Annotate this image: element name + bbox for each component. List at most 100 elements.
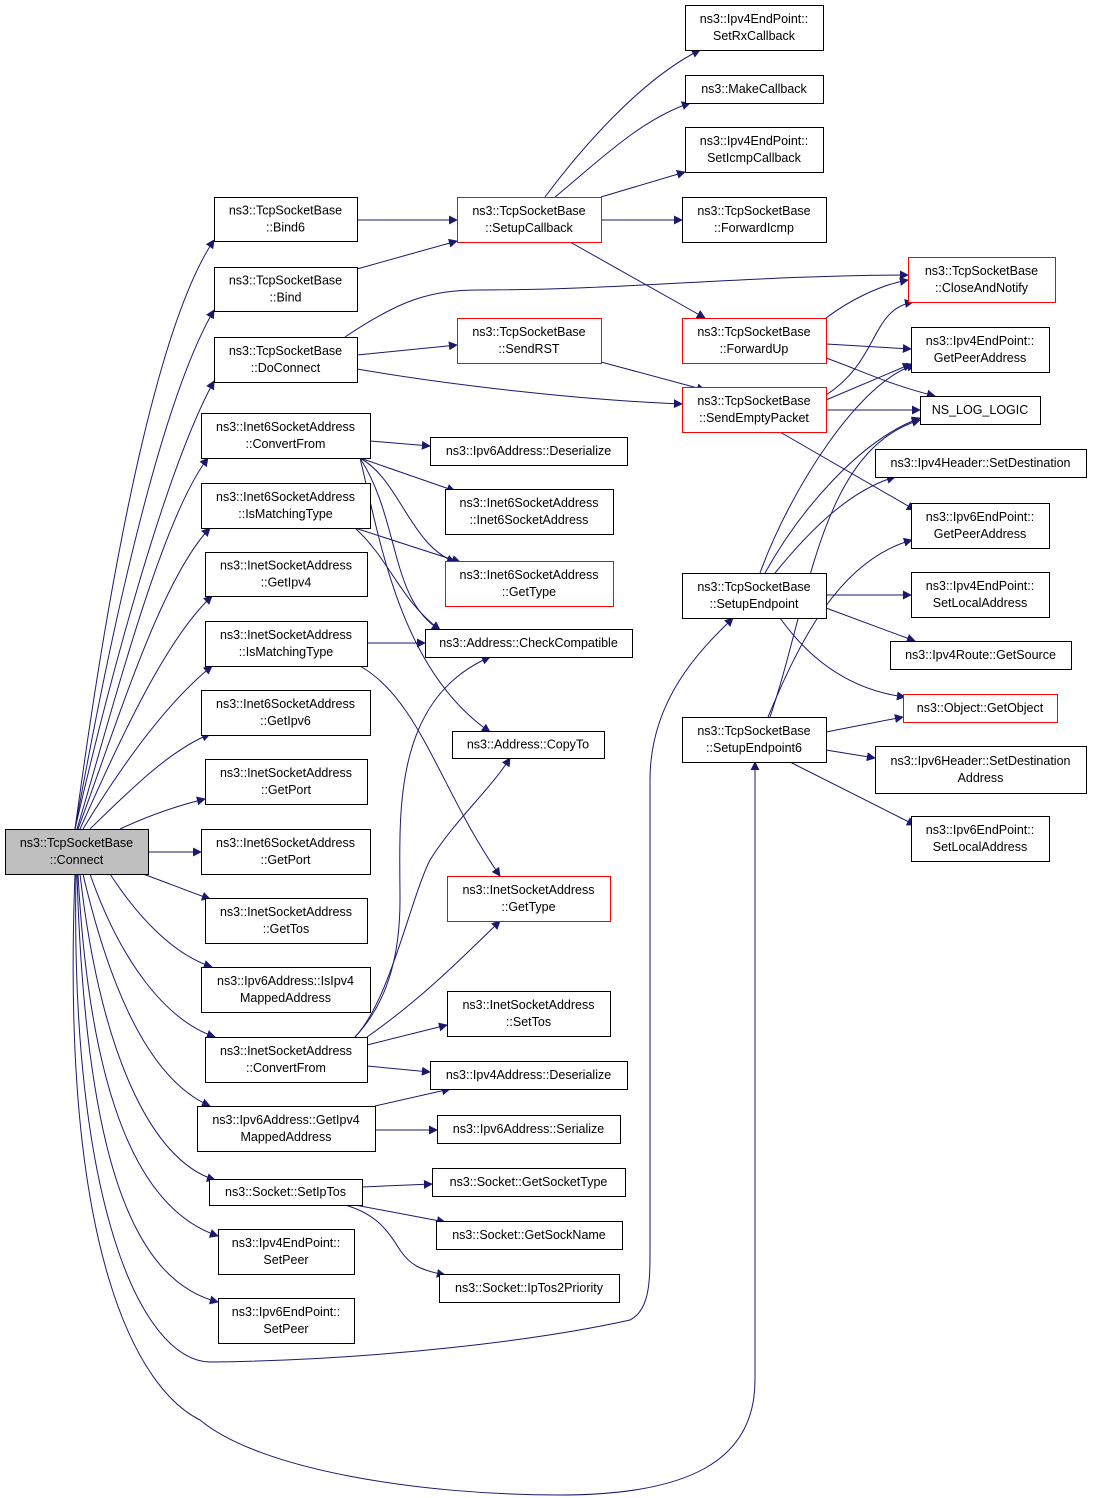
node-ipv4ep_setlocaladdr[interactable]: ns3::Ipv4EndPoint::SetLocalAddress [911, 572, 1050, 618]
node-box[interactable] [875, 746, 1087, 794]
node-makecallback[interactable]: ns3::MakeCallback [685, 75, 824, 104]
node-ipv6_serialize[interactable]: ns3::Ipv6Address::Serialize [437, 1115, 621, 1144]
node-box[interactable] [911, 816, 1050, 862]
node-i6_ctor[interactable]: ns3::Inet6SocketAddress::Inet6SocketAddr… [445, 489, 614, 535]
node-i6_gettype[interactable]: ns3::Inet6SocketAddress::GetType [445, 561, 614, 607]
node-connect[interactable]: ns3::TcpSocketBase::Connect [5, 829, 149, 875]
node-box[interactable] [445, 489, 614, 535]
node-box[interactable] [432, 1168, 626, 1197]
node-socket_getsockettype[interactable]: ns3::Socket::GetSocketType [432, 1168, 626, 1197]
node-box[interactable] [436, 1221, 623, 1250]
node-ipv6ep_getpeeraddr[interactable]: ns3::Ipv6EndPoint::GetPeerAddress [911, 503, 1050, 549]
node-box[interactable] [214, 197, 358, 242]
node-box[interactable] [685, 127, 824, 173]
node-sendemptypacket[interactable]: ns3::TcpSocketBase::SendEmptyPacket [682, 387, 827, 433]
node-i_gettos[interactable]: ns3::InetSocketAddress::GetTos [205, 898, 368, 944]
node-box[interactable] [201, 690, 371, 736]
node-ipv4ep_seticmpcb[interactable]: ns3::Ipv4EndPoint::SetIcmpCallback [685, 127, 824, 173]
node-i_settos[interactable]: ns3::InetSocketAddress::SetTos [447, 991, 611, 1037]
node-i_convertfrom[interactable]: ns3::InetSocketAddress::ConvertFrom [205, 1037, 368, 1083]
node-ipv6ep_setpeer[interactable]: ns3::Ipv6EndPoint::SetPeer [218, 1298, 355, 1344]
node-ns_log_logic[interactable]: NS_LOG_LOGIC [920, 396, 1041, 425]
node-box[interactable] [445, 561, 614, 607]
node-i6_ismatching[interactable]: ns3::Inet6SocketAddress::IsMatchingType [201, 483, 371, 529]
node-closeandnotify[interactable]: ns3::TcpSocketBase::CloseAndNotify [908, 257, 1056, 303]
node-box[interactable] [5, 829, 149, 875]
node-addr_copyto[interactable]: ns3::Address::CopyTo [452, 731, 605, 759]
node-bind[interactable]: ns3::TcpSocketBase::Bind [214, 267, 358, 312]
node-i_ismatching[interactable]: ns3::InetSocketAddress::IsMatchingType [205, 621, 368, 667]
node-setupendpoint6[interactable]: ns3::TcpSocketBase::SetupEndpoint6 [682, 717, 827, 763]
node-box[interactable] [205, 759, 368, 805]
node-forwardicmp[interactable]: ns3::TcpSocketBase::ForwardIcmp [682, 197, 827, 243]
node-box[interactable] [439, 1274, 620, 1303]
node-ipv4ep_setrxcb[interactable]: ns3::Ipv4EndPoint::SetRxCallback [685, 5, 824, 51]
node-box[interactable] [685, 5, 824, 51]
node-sendrst[interactable]: ns3::TcpSocketBase::SendRST [457, 318, 602, 364]
node-box[interactable] [911, 572, 1050, 618]
node-box[interactable] [682, 387, 827, 433]
node-box[interactable] [209, 1179, 363, 1206]
node-box[interactable] [908, 257, 1056, 303]
node-box[interactable] [890, 641, 1072, 670]
node-box[interactable] [201, 967, 371, 1013]
node-box[interactable] [430, 1061, 628, 1090]
node-box[interactable] [437, 1115, 621, 1144]
node-object_getobject[interactable]: ns3::Object::GetObject [903, 694, 1058, 723]
node-box[interactable] [682, 717, 827, 763]
node-box[interactable] [205, 898, 368, 944]
node-ipv6ep_setlocaladdr[interactable]: ns3::Ipv6EndPoint::SetLocalAddress [911, 816, 1050, 862]
node-ipv6_deserialize[interactable]: ns3::Ipv6Address::Deserialize [430, 437, 628, 466]
node-i6_getport[interactable]: ns3::Inet6SocketAddress::GetPort [201, 829, 371, 875]
node-addr_checkcompat[interactable]: ns3::Address::CheckCompatible [425, 629, 633, 658]
node-box[interactable] [447, 876, 611, 922]
node-ipv4_deserialize[interactable]: ns3::Ipv4Address::Deserialize [430, 1061, 628, 1090]
node-box[interactable] [197, 1106, 376, 1152]
node-box[interactable] [205, 1037, 368, 1083]
node-socket_getsockname[interactable]: ns3::Socket::GetSockName [436, 1221, 623, 1250]
node-socket_setiptos[interactable]: ns3::Socket::SetIpTos [209, 1179, 363, 1206]
node-i_getipv4[interactable]: ns3::InetSocketAddress::GetIpv4 [205, 552, 368, 597]
node-box[interactable] [920, 396, 1041, 425]
node-box[interactable] [425, 629, 633, 658]
node-setupcallback[interactable]: ns3::TcpSocketBase::SetupCallback [457, 197, 602, 243]
node-forwardup[interactable]: ns3::TcpSocketBase::ForwardUp [682, 318, 827, 364]
node-box[interactable] [911, 327, 1050, 373]
node-socket_iptos2prio[interactable]: ns3::Socket::IpTos2Priority [439, 1274, 620, 1303]
node-i_getport[interactable]: ns3::InetSocketAddress::GetPort [205, 759, 368, 805]
node-box[interactable] [682, 318, 827, 364]
node-box[interactable] [457, 318, 602, 364]
node-i_gettype[interactable]: ns3::InetSocketAddress::GetType [447, 876, 611, 922]
node-box[interactable] [911, 503, 1050, 549]
node-box[interactable] [447, 991, 611, 1037]
node-box[interactable] [201, 483, 371, 529]
node-ipv4ep_getpeeraddr[interactable]: ns3::Ipv4EndPoint::GetPeerAddress [911, 327, 1050, 373]
node-box[interactable] [218, 1229, 355, 1275]
node-setupendpoint[interactable]: ns3::TcpSocketBase::SetupEndpoint [682, 573, 827, 619]
node-ipv4hdr_setdest[interactable]: ns3::Ipv4Header::SetDestination [875, 449, 1087, 478]
node-box[interactable] [457, 197, 602, 243]
node-box[interactable] [214, 267, 358, 312]
node-ipv4route_getsource[interactable]: ns3::Ipv4Route::GetSource [890, 641, 1072, 670]
node-i6_convertfrom[interactable]: ns3::Inet6SocketAddress::ConvertFrom [201, 413, 371, 459]
node-box[interactable] [682, 573, 827, 619]
node-box[interactable] [875, 449, 1087, 478]
node-box[interactable] [685, 75, 824, 104]
node-box[interactable] [903, 694, 1058, 723]
node-box[interactable] [430, 437, 628, 466]
node-box[interactable] [201, 413, 371, 459]
node-box[interactable] [205, 621, 368, 667]
node-box[interactable] [205, 552, 368, 597]
node-box[interactable] [201, 829, 371, 875]
node-ipv4ep_setpeer[interactable]: ns3::Ipv4EndPoint::SetPeer [218, 1229, 355, 1275]
node-box[interactable] [682, 197, 827, 243]
node-bind6[interactable]: ns3::TcpSocketBase::Bind6 [214, 197, 358, 242]
node-i6_getipv6[interactable]: ns3::Inet6SocketAddress::GetIpv6 [201, 690, 371, 736]
node-box[interactable] [214, 337, 358, 383]
node-box[interactable] [452, 731, 605, 759]
node-box[interactable] [218, 1298, 355, 1344]
node-doconnect[interactable]: ns3::TcpSocketBase::DoConnect [214, 337, 358, 383]
